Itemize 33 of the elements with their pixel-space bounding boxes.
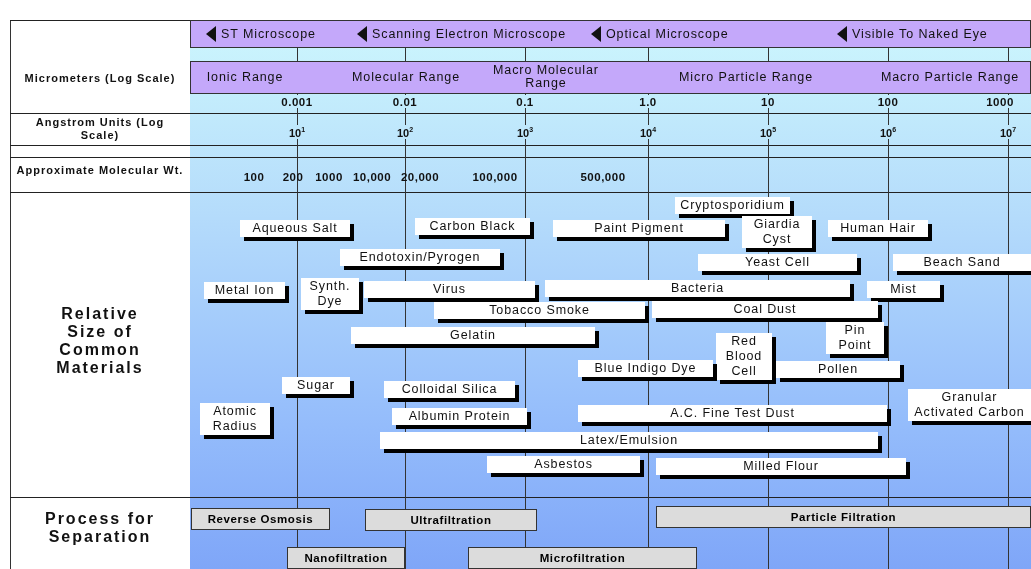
band-label: Optical Microscope (606, 28, 729, 41)
process-bar: Particle Filtration (656, 506, 1031, 528)
tick-label: 10$^{6}$ (879, 126, 897, 139)
band-label: Micro Particle Range (679, 71, 813, 84)
band-label: Macro Molecular Range (492, 64, 600, 90)
axis-title: Angstrom Units (Log Scale) (34, 116, 166, 142)
row-title: Relative Size of Common Materials (55, 305, 145, 377)
tick-label: 10$^{3}$ (516, 126, 534, 139)
process-bar: Microfiltration (468, 547, 697, 569)
axis-title: Micrometers (Log Scale) (23, 72, 177, 85)
process-bar: Reverse Osmosis (191, 508, 330, 530)
band-label: Visible To Naked Eye (852, 28, 988, 41)
tick-label: 10$^{4}$ (639, 126, 657, 139)
band-label: Ionic Range (206, 71, 284, 84)
tick-label: 10$^{2}$ (396, 126, 414, 139)
axis-title: Approximate Molecular Wt. (15, 164, 185, 177)
tick-label: 10$^{7}$ (999, 126, 1017, 139)
band-label: Scanning Electron Microscope (372, 28, 567, 41)
range-band (190, 20, 1031, 48)
process-bar: Ultrafiltration (365, 509, 537, 531)
range-band (190, 61, 1031, 94)
tick-label: 500,000 (580, 171, 626, 183)
tick-label: 100 (243, 171, 265, 183)
tick-label: 100,000 (472, 171, 518, 183)
tick-label: 10,000 (352, 171, 392, 183)
tick-label: 10$^{5}$ (759, 126, 777, 139)
tick-label: 1000 (315, 171, 343, 183)
band-label: Molecular Range (352, 71, 460, 84)
row-title: Process for Separation (43, 510, 156, 546)
tick-label: 10$^{1}$ (288, 126, 306, 139)
band-label: Macro Particle Range (880, 71, 1020, 84)
process-bar: Nanofiltration (287, 547, 405, 569)
band-label: ST Microscope (221, 28, 316, 41)
